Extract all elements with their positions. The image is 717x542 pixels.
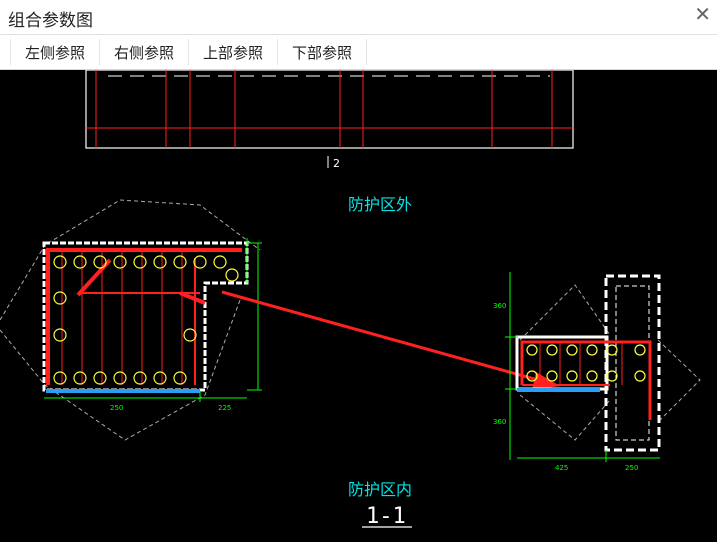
- top-reference-button[interactable]: 上部参照: [189, 39, 279, 65]
- left-dim-a: 250: [110, 404, 123, 412]
- right-reference-button[interactable]: 右侧参照: [100, 39, 190, 65]
- right-dim-bottom-a: 425: [555, 464, 568, 472]
- left-wall-detail: 250 225: [0, 199, 262, 441]
- right-dim-left-bottom: 360: [493, 418, 506, 426]
- bottom-reference-button[interactable]: 下部参照: [278, 39, 368, 65]
- inside-zone-label: 防护区内: [348, 480, 412, 499]
- left-dim-b: 225: [218, 404, 231, 412]
- outside-zone-label: 防护区外: [348, 195, 412, 214]
- right-dim-bottom-b: 250: [625, 464, 638, 472]
- toolbar: 左侧参照 右侧参照 上部参照 下部参照: [0, 35, 717, 70]
- drawing-canvas[interactable]: 2 防护区外 防护区内 1-1: [0, 70, 717, 542]
- section-label: 1-1: [366, 504, 406, 529]
- window-title: 组合参数图: [8, 11, 93, 31]
- right-wall-detail: 360 360 425 250: [493, 272, 701, 472]
- title-bar: 组合参数图 ✕: [0, 0, 717, 35]
- right-dim-left-top: 360: [493, 302, 506, 310]
- left-reference-button[interactable]: 左侧参照: [10, 39, 101, 65]
- reference-arrow: [221, 290, 560, 390]
- section-drawing: 2 防护区外 防护区内 1-1: [0, 70, 701, 529]
- close-icon[interactable]: ✕: [694, 2, 711, 26]
- top-marker-text: 2: [333, 157, 340, 170]
- top-plan-view: 2: [85, 70, 574, 170]
